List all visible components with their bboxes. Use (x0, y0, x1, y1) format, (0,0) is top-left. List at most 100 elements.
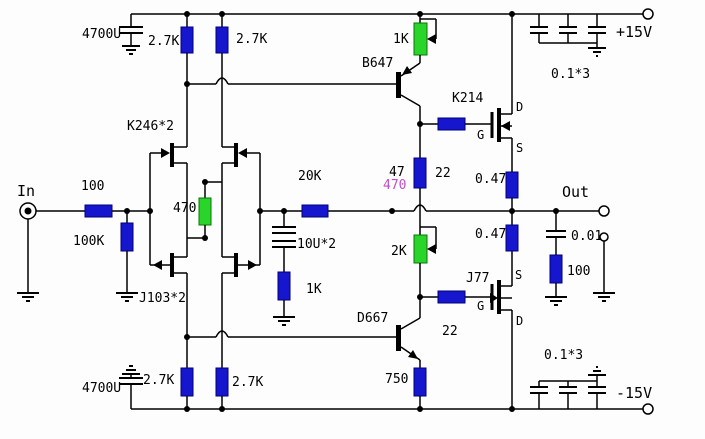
mosfet-arrow-icon (501, 121, 510, 131)
zobel-resistor-label: 100 (567, 264, 590, 279)
bulk-capacitor-bottom: 4700U (82, 365, 143, 409)
top-potentiometer-label: 1K (393, 32, 409, 47)
ground-icon (545, 296, 567, 306)
bias-resistor-original-label: 47 (389, 165, 405, 180)
bias-resistor-modified-label: 470 (383, 178, 406, 193)
positive-supply-terminal (642, 8, 654, 20)
feedback-ground-resistor-label: 1K (306, 282, 322, 297)
driver-base-line-bottom (184, 330, 397, 340)
output-resistor-top-label: 0.47 (475, 172, 506, 187)
bias-resistor (413, 157, 427, 189)
wire-hop (215, 330, 229, 338)
negative-rail: -15V (131, 384, 654, 415)
jfet-top-left (150, 143, 187, 167)
feedback-resistor (301, 204, 329, 218)
decoupling-capacitors-top: 0.1*3 (530, 14, 606, 82)
mosfet-top-gate-pin: G (477, 128, 484, 142)
mosfet-bottom-source-pin: S (515, 268, 522, 282)
driver-transistor-bottom: D667 750 (357, 297, 427, 412)
driver-transistor-top: B647 (362, 55, 421, 124)
negative-rail-label: -15V (616, 384, 652, 402)
wiper-arrow-icon (427, 244, 436, 254)
drain-resistor-top-right-label: 2.7K (236, 32, 267, 47)
jfet-input-stage: K246*2 J103*2 (127, 119, 263, 306)
drain-resistor-top-left: 2.7K (148, 14, 194, 147)
positive-rail-label: +15V (616, 23, 652, 41)
bias-chain: 22 47 470 2K 22 (383, 117, 492, 339)
feedback-ground-resistor (277, 271, 291, 301)
jfet-pair-bottom-label: J103*2 (139, 291, 186, 306)
output-resistor-bottom (505, 224, 519, 252)
mosfet-top-drain-pin: D (516, 100, 523, 114)
input-series-resistor-label: 100 (81, 179, 104, 194)
drain-resistor-bottom-right: 2.7K (215, 273, 263, 409)
input-section: In 100 100K (17, 179, 150, 302)
drain-resistor-top-left-label: 2.7K (148, 34, 179, 49)
feedback-shunt-network: 10U*2 1K (272, 211, 336, 326)
drain-resistor-bottom-right-label: 2.7K (232, 375, 263, 390)
drain-resistor-bottom-left: 2.7K (143, 273, 194, 409)
driver-top-label: B647 (362, 56, 393, 71)
mosfet-bottom-label: J77 (466, 271, 489, 286)
ground-icon (122, 45, 140, 55)
jfet-top-right (222, 143, 260, 167)
input-series-resistor (84, 204, 113, 218)
zobel-network: 0.01 100 (545, 211, 602, 306)
drain-resistor-top-right: 2.7K (215, 14, 267, 147)
mosfet-bottom-drain-pin: D (516, 314, 523, 328)
decoupling-top-label: 0.1*3 (551, 67, 590, 82)
ground-icon (588, 47, 606, 57)
output-label: Out (562, 183, 589, 201)
drain-resistor-bottom-left-label: 2.7K (143, 373, 174, 388)
gate-resistor-top-label: 22 (435, 166, 451, 181)
wire-hop (215, 77, 229, 85)
top-bias-potentiometer: 1K (393, 11, 437, 56)
feedback-capacitor-label: 10U*2 (297, 237, 336, 252)
mosfet-bottom-gate-pin: G (477, 299, 484, 313)
emitter-resistor (413, 367, 427, 397)
driver-bottom-label: D667 (357, 311, 388, 326)
driver-base-line-top (184, 77, 397, 87)
source-resistors: 0.47 0.47 (475, 171, 519, 252)
input-shunt-resistor (120, 222, 134, 252)
decoupling-bottom-label: 0.1*3 (544, 348, 583, 363)
feedback-resistor-label: 20K (298, 169, 322, 184)
bulk-capacitor-top-label: 4700U (82, 27, 121, 42)
mosfet-top: K214 D G S (452, 11, 523, 172)
ground-icon (593, 292, 615, 302)
ground-icon (273, 316, 295, 326)
decoupling-capacitors-bottom: 0.1*3 (530, 348, 606, 409)
emitter-resistor-label: 750 (385, 372, 408, 387)
junction-dots (184, 11, 225, 412)
mosfet-top-source-pin: S (516, 141, 523, 155)
positive-rail: +15V (131, 8, 654, 41)
zobel-resistor (549, 254, 563, 284)
negative-supply-terminal (642, 403, 654, 415)
ground-icon (588, 366, 606, 376)
bias-potentiometer-label: 2K (391, 244, 407, 259)
jfet-pair-top-label: K246*2 (127, 119, 174, 134)
input-label: In (17, 182, 35, 200)
ground-icon (17, 292, 39, 302)
output-resistor-bottom-label: 0.47 (475, 227, 506, 242)
bulk-capacitor-top: 4700U (82, 14, 143, 55)
mosfet-bottom: J77 S G D (466, 251, 523, 412)
gate-resistor-top (437, 117, 466, 131)
zobel-capacitor-label: 0.01 (571, 229, 602, 244)
output-resistor-top (505, 171, 519, 199)
ground-icon (122, 365, 140, 375)
input-shunt-resistor-label: 100K (73, 234, 104, 249)
mosfet-top-label: K214 (452, 91, 483, 106)
output-terminal (598, 205, 610, 217)
jfet-bottom-left (150, 253, 187, 277)
source-link-resistor: 470 (173, 179, 222, 241)
jfet-bottom-right (222, 253, 260, 277)
gate-resistor-bottom-label: 22 (442, 324, 458, 339)
wiper-arrow-icon (427, 34, 436, 44)
gate-resistor-bottom (437, 290, 466, 304)
mosfet-arrow-icon (490, 293, 498, 303)
bulk-capacitor-bottom-label: 4700U (82, 381, 121, 396)
ground-icon (116, 292, 138, 302)
